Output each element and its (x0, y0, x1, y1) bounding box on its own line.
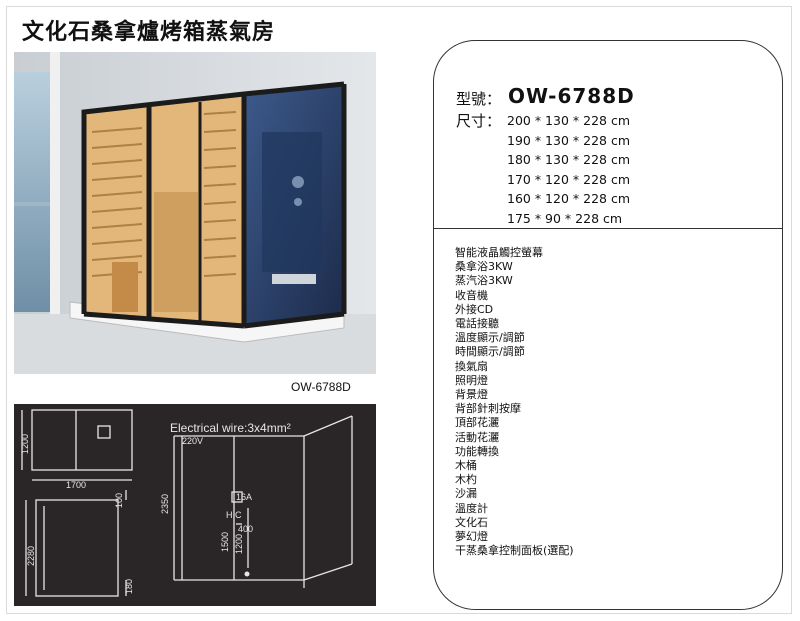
size-item: 170 * 120 * 228 cm (507, 171, 630, 187)
feature-item: 換氣扇 (455, 359, 488, 373)
dim-1500: 1500 (220, 532, 230, 552)
dim-2350: 2350 (160, 494, 170, 514)
dim-1200b: 1200 (234, 534, 244, 554)
feature-list: 智能液晶觸控螢幕 桑拿浴3KW 蒸汽浴3KW 收音機 外接CD 電話接聽 溫度顯… (455, 246, 574, 558)
dim-1200: 1200 (20, 434, 30, 454)
dim-180: 180 (124, 579, 134, 594)
model-label: 型號： (456, 90, 502, 108)
top-view-outline (31, 409, 133, 471)
feature-item: 電話接聽 (455, 317, 499, 331)
product-photo (14, 52, 376, 374)
feature-item: 溫度計 (455, 501, 488, 515)
feature-item: 溫度顯示/調節 (455, 331, 525, 345)
dim-1700: 1700 (66, 480, 86, 490)
size-item: 190 * 130 * 228 cm (507, 132, 630, 148)
feature-item: 文化石 (455, 515, 488, 529)
feature-item: 干蒸桑拿控制面板(選配) (455, 544, 574, 558)
page-frame (6, 6, 792, 614)
size-item: 200 * 130 * 228 cm (507, 113, 630, 128)
spec-card (433, 40, 783, 610)
size-label: 尺寸： (456, 112, 502, 130)
size-item: 180 * 130 * 228 cm (507, 152, 630, 167)
dim-400: 400 (238, 524, 253, 534)
front-view-outline (35, 499, 119, 597)
feature-item: 外接CD (455, 302, 494, 316)
size-item: 175 * 90 * 228 cm (507, 210, 623, 226)
dim-100: 100 (114, 493, 124, 508)
sauna-cabin-illustration (14, 52, 376, 374)
feature-item: 桑拿浴3KW (455, 260, 513, 274)
voltage-label: 220V (182, 436, 203, 446)
feature-item: 智能液晶觸控螢幕 (455, 246, 543, 259)
technical-drawing: 1200 1700 100 2280 180 Electrical wire:3… (14, 404, 376, 606)
spec-divider (433, 228, 783, 229)
amp-label: 16A (236, 492, 252, 502)
feature-item: 夢幻燈 (455, 530, 488, 544)
feature-item: 功能轉換 (455, 444, 499, 458)
feature-item: 收音機 (455, 288, 488, 302)
feature-item: 照明燈 (455, 373, 488, 387)
feature-item: 木杓 (455, 473, 477, 487)
size-item: 160 * 120 * 228 cm (507, 191, 630, 206)
dim-2280: 2280 (26, 546, 36, 566)
feature-item: 沙漏 (455, 487, 477, 501)
feature-item: 活動花灑 (455, 430, 499, 444)
model-number: OW-6788D (508, 84, 635, 108)
electrical-wire-label: Electrical wire:3x4mm² (170, 421, 291, 435)
feature-item: 頂部花灑 (455, 416, 499, 430)
feature-item: 背景燈 (455, 388, 488, 402)
feature-item: 蒸汽浴3KW (455, 274, 513, 288)
size-list: 200 * 130 * 228 cm 190 * 130 * 228 cm 18… (507, 111, 630, 228)
hc-label: H C (226, 510, 242, 520)
page-title: 文化石桑拿爐烤箱蒸氣房 (22, 19, 276, 45)
feature-item: 時間顯示/調節 (455, 345, 525, 359)
feature-item: 背部針刺按摩 (455, 402, 521, 416)
photo-caption: OW-6788D (291, 380, 351, 394)
feature-item: 木桶 (455, 459, 477, 473)
